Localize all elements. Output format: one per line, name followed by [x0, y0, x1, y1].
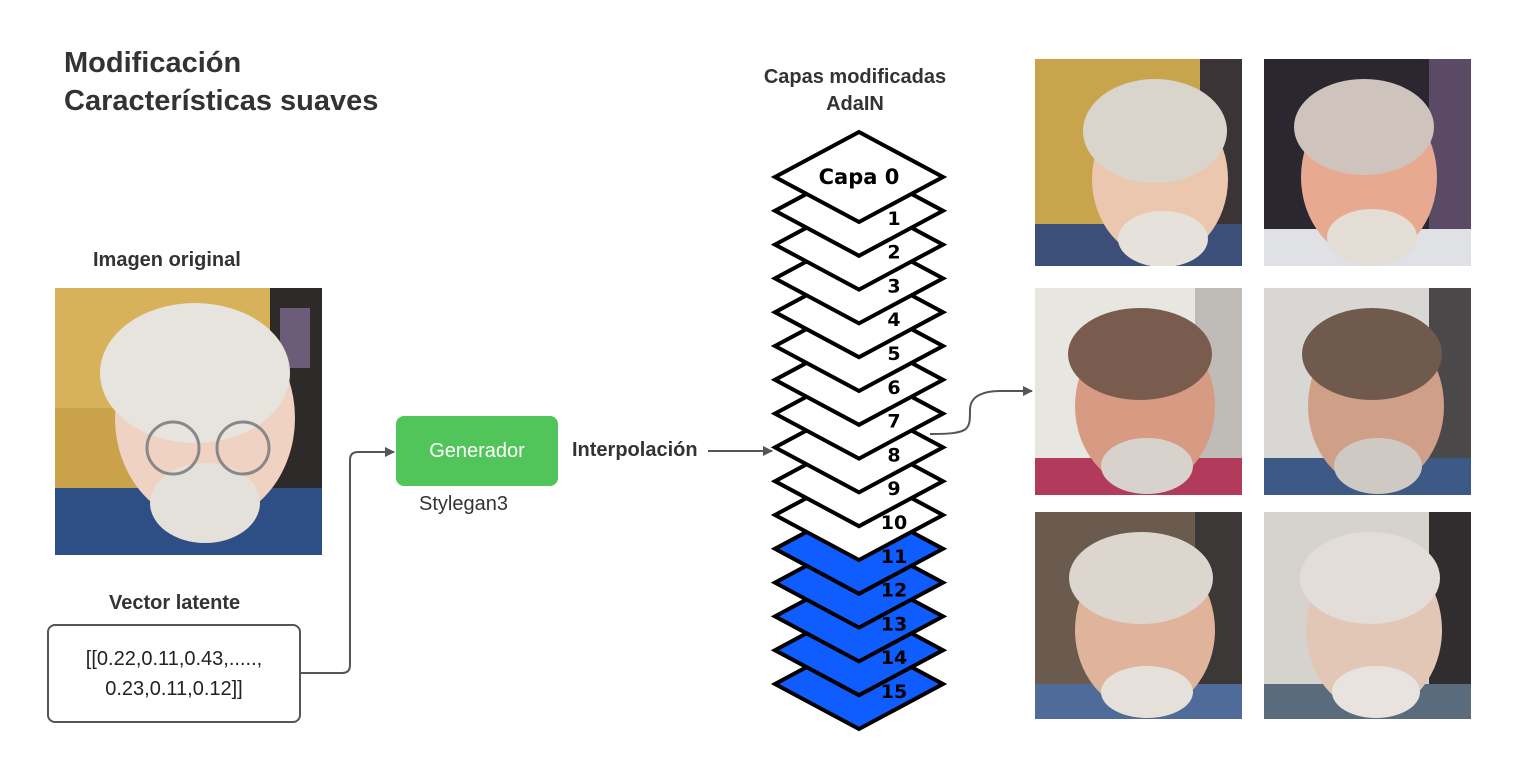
layer-3-label: 3	[887, 275, 900, 297]
latent-to-generator-connector	[301, 447, 395, 674]
original-image-label: Imagen original	[93, 249, 241, 271]
layer-0-shape	[770, 129, 948, 225]
layer-4-label: 4	[887, 309, 900, 331]
latent-vector-label: Vector latente	[109, 592, 241, 614]
generator-box: Generador	[396, 416, 558, 486]
result-face-image-5	[1035, 512, 1242, 719]
result-face-image-4	[1264, 288, 1471, 495]
layer-5-label: 5	[887, 343, 900, 365]
result-face-image-1	[1035, 59, 1242, 266]
layer-13-label: 13	[881, 613, 907, 635]
layer-0-label: Capa 0	[819, 165, 900, 189]
layer-8-label: 8	[887, 444, 900, 466]
result-face-image-6	[1264, 512, 1471, 719]
generator-label: Generador	[429, 439, 525, 462]
layer-9-label: 9	[887, 478, 900, 500]
result-face-image-2	[1264, 59, 1471, 266]
diagram-title: Modificación Características suaves	[64, 44, 378, 120]
layer-7-label: 7	[887, 411, 900, 433]
layer-6-label: 6	[887, 377, 900, 399]
latent-vector-box: [[0.22,0.11,0.43,....., 0.23,0.11,0.12]]	[47, 624, 301, 723]
interpolation-label: Interpolación	[572, 439, 698, 461]
layer-10-label: 10	[881, 512, 907, 534]
latent-vector-line-2: 0.23,0.11,0.12]]	[105, 677, 243, 700]
generator-caption: Stylegan3	[419, 493, 508, 515]
latent-vector-line-1: [[0.22,0.11,0.43,.....,	[85, 647, 263, 670]
layer-2-label: 2	[887, 242, 900, 264]
layers-heading-line-2: AdaIN	[826, 93, 884, 115]
layers-heading-line-1: Capas modificadas	[763, 66, 947, 88]
layer-1-label: 1	[887, 208, 900, 230]
layers-heading: Capas modificadas AdaIN	[753, 64, 957, 118]
title-line-2: Características suaves	[64, 85, 379, 117]
result-face-image-3	[1035, 288, 1242, 495]
layers-to-results-connector	[929, 386, 1033, 435]
title-line-1: Modificación	[64, 47, 242, 79]
layer-14-label: 14	[881, 647, 907, 669]
layer-15-label: 15	[881, 681, 907, 703]
layer-12-label: 12	[881, 580, 907, 602]
layer-11-label: 11	[881, 546, 907, 568]
original-face-image	[55, 288, 322, 555]
